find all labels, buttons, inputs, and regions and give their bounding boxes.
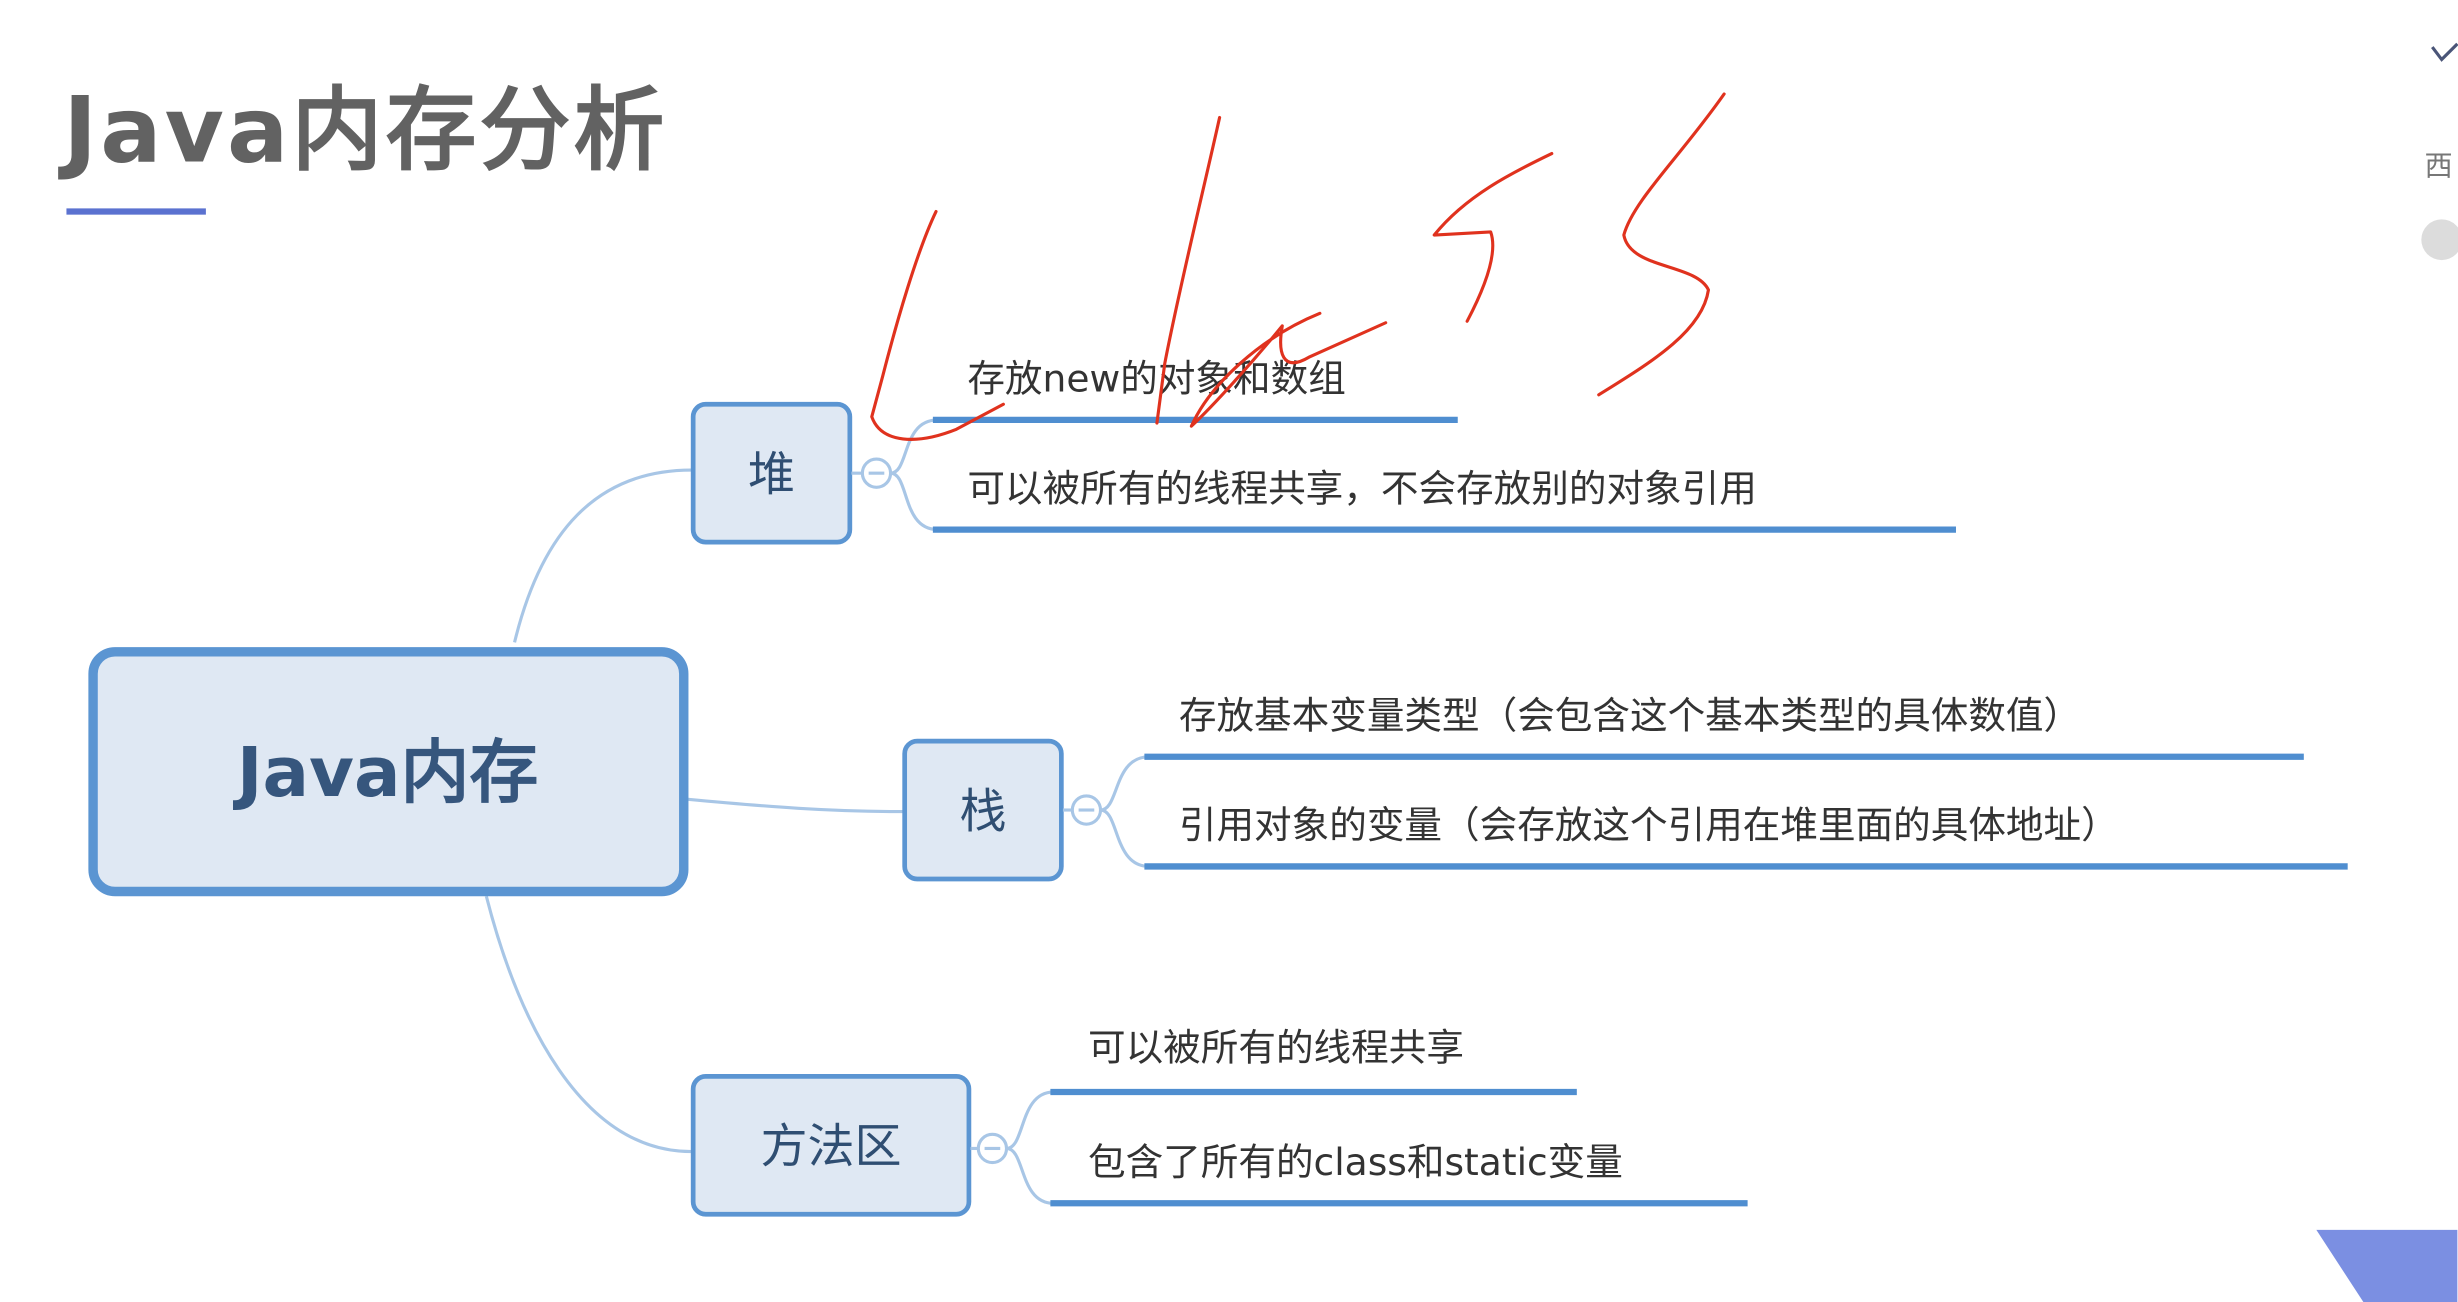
corner-decoration (2316, 1229, 2458, 1302)
root-node[interactable]: Java内存 (88, 647, 689, 897)
leaf-heap-2: 可以被所有的线程共享，不会存放别的对象引用 (967, 466, 1756, 510)
bracket-method-area (1006, 1090, 1054, 1205)
node-method-area-label: 方法区 (761, 1120, 902, 1175)
collapse-stack-button[interactable] (1062, 794, 1103, 826)
node-stack[interactable]: 栈 (902, 738, 1064, 882)
side-panel-avatar[interactable] (2421, 219, 2458, 261)
connector-heap (513, 468, 692, 643)
bracket-stack (1100, 755, 1150, 868)
node-method-area[interactable]: 方法区 (690, 1074, 972, 1217)
connector-stack (685, 797, 904, 814)
leaf-method-area-1: 可以被所有的线程共享 (1088, 1026, 1464, 1070)
node-stack-label: 栈 (960, 784, 1007, 839)
title-underline (66, 208, 206, 215)
bracket-heap (890, 418, 938, 532)
side-panel-text: 西 (2424, 149, 2452, 182)
collapse-heap-button[interactable] (851, 457, 893, 489)
node-heap-label: 堆 (748, 447, 795, 502)
root-label: Java内存 (233, 733, 538, 813)
leaf-heap-1: 存放new的对象和数组 (967, 357, 1345, 401)
chevron-icon[interactable] (2431, 42, 2458, 62)
leaf-method-area-2: 包含了所有的class和static变量 (1088, 1140, 1623, 1184)
leaf-stack-2: 引用对象的变量（会存放这个引用在堆里面的具体地址） (1179, 803, 2119, 847)
collapse-method-area-button[interactable] (970, 1132, 1009, 1165)
connector-method-area (484, 895, 692, 1154)
slide-title: Java内存分析 (57, 78, 667, 183)
handwritten-annotation-class (870, 92, 1726, 441)
leaf-stack-1: 存放基本变量类型（会包含这个基本类型的具体数值） (1179, 694, 2081, 738)
node-heap[interactable]: 堆 (690, 401, 853, 545)
